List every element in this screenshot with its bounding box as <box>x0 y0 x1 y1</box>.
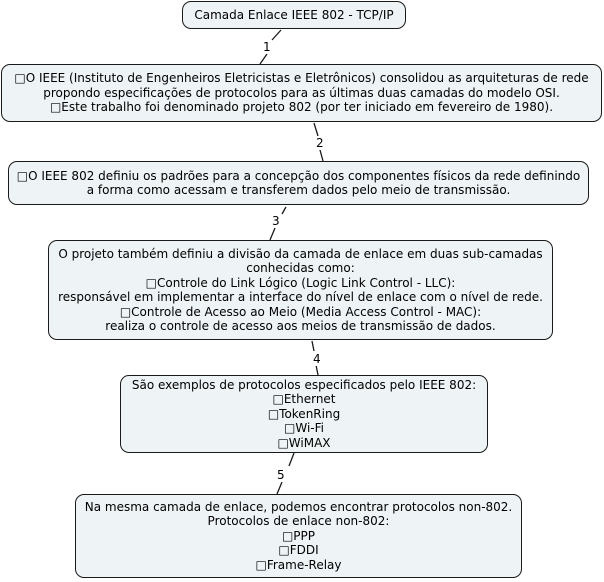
node-root[interactable]: Camada Enlace IEEE 802 - TCP/IP <box>182 1 406 29</box>
link-label-2: 2 <box>315 136 325 150</box>
node-root-line: Camada Enlace IEEE 802 - TCP/IP <box>194 7 394 22</box>
node-non802-protocols-line: □FDDI <box>278 543 319 558</box>
link-5-upper <box>288 452 295 467</box>
node-non802-protocols-line: □Frame-Relay <box>255 557 342 572</box>
node-802-protocols-line: □Ethernet <box>272 392 336 407</box>
node-802-protocols-line: □TokenRing <box>267 406 341 421</box>
link-1-lower <box>259 53 268 65</box>
node-ieee802-standards[interactable]: □O IEEE 802 definiu os padrões para a co… <box>8 161 589 205</box>
node-ieee-architecture[interactable]: □O IEEE (Instituto de Engenheiros Eletri… <box>1 64 602 122</box>
link-2-lower <box>319 149 324 162</box>
node-ieee802-standards-line: a forma como acessam e transferem dados … <box>86 183 511 197</box>
node-ieee-architecture-line: propondo especificações de protocolos pa… <box>43 85 560 100</box>
node-sublayers-line: responsável em implementar a interface d… <box>58 290 543 304</box>
node-sublayers-line: □Controle de Acesso ao Meio (Media Acces… <box>119 304 482 319</box>
node-sublayers-line: realiza o controle de acesso aos meios d… <box>105 319 496 333</box>
link-5-lower <box>276 481 283 495</box>
link-4-upper <box>311 340 315 352</box>
link-1-upper <box>271 29 282 41</box>
node-sublayers[interactable]: O projeto também definiu a divisão da ca… <box>48 240 553 340</box>
node-non802-protocols-line: Na mesma camada de enlace, podemos encon… <box>84 499 513 514</box>
node-802-protocols-line: São exemplos de protocolos especificados… <box>131 377 477 392</box>
node-802-protocols-line: □Wi-Fi <box>284 421 324 436</box>
node-802-protocols[interactable]: São exemplos de protocolos especificados… <box>120 375 488 453</box>
node-non802-protocols[interactable]: Na mesma camada de enlace, podemos encon… <box>75 494 522 578</box>
link-3-lower <box>269 227 276 241</box>
link-2-upper <box>313 122 319 137</box>
node-sublayers-line: □Controle do Link Lógico (Logic Link Con… <box>145 275 456 290</box>
node-ieee-architecture-line: □O IEEE (Instituto de Engenheiros Eletri… <box>14 71 589 86</box>
node-non802-protocols-line: □PPP <box>281 528 316 543</box>
link-3-upper <box>281 206 287 215</box>
node-ieee802-standards-line: □O IEEE 802 definiu os padrões para a co… <box>16 168 581 183</box>
node-802-protocols-line: □WiMAX <box>277 435 331 450</box>
node-sublayers-line: O projeto também definiu a divisão da ca… <box>58 246 543 261</box>
link-4-lower <box>315 364 319 376</box>
node-sublayers-line: conhecidas como: <box>246 261 355 275</box>
link-label-1: 1 <box>262 40 272 54</box>
link-label-4: 4 <box>312 352 322 366</box>
link-label-5: 5 <box>276 468 286 482</box>
link-label-3: 3 <box>271 214 281 228</box>
node-non802-protocols-line: Protocolos de enlace non-802: <box>207 514 390 529</box>
node-ieee-architecture-line: □Este trabalho foi denominado projeto 80… <box>49 100 554 115</box>
